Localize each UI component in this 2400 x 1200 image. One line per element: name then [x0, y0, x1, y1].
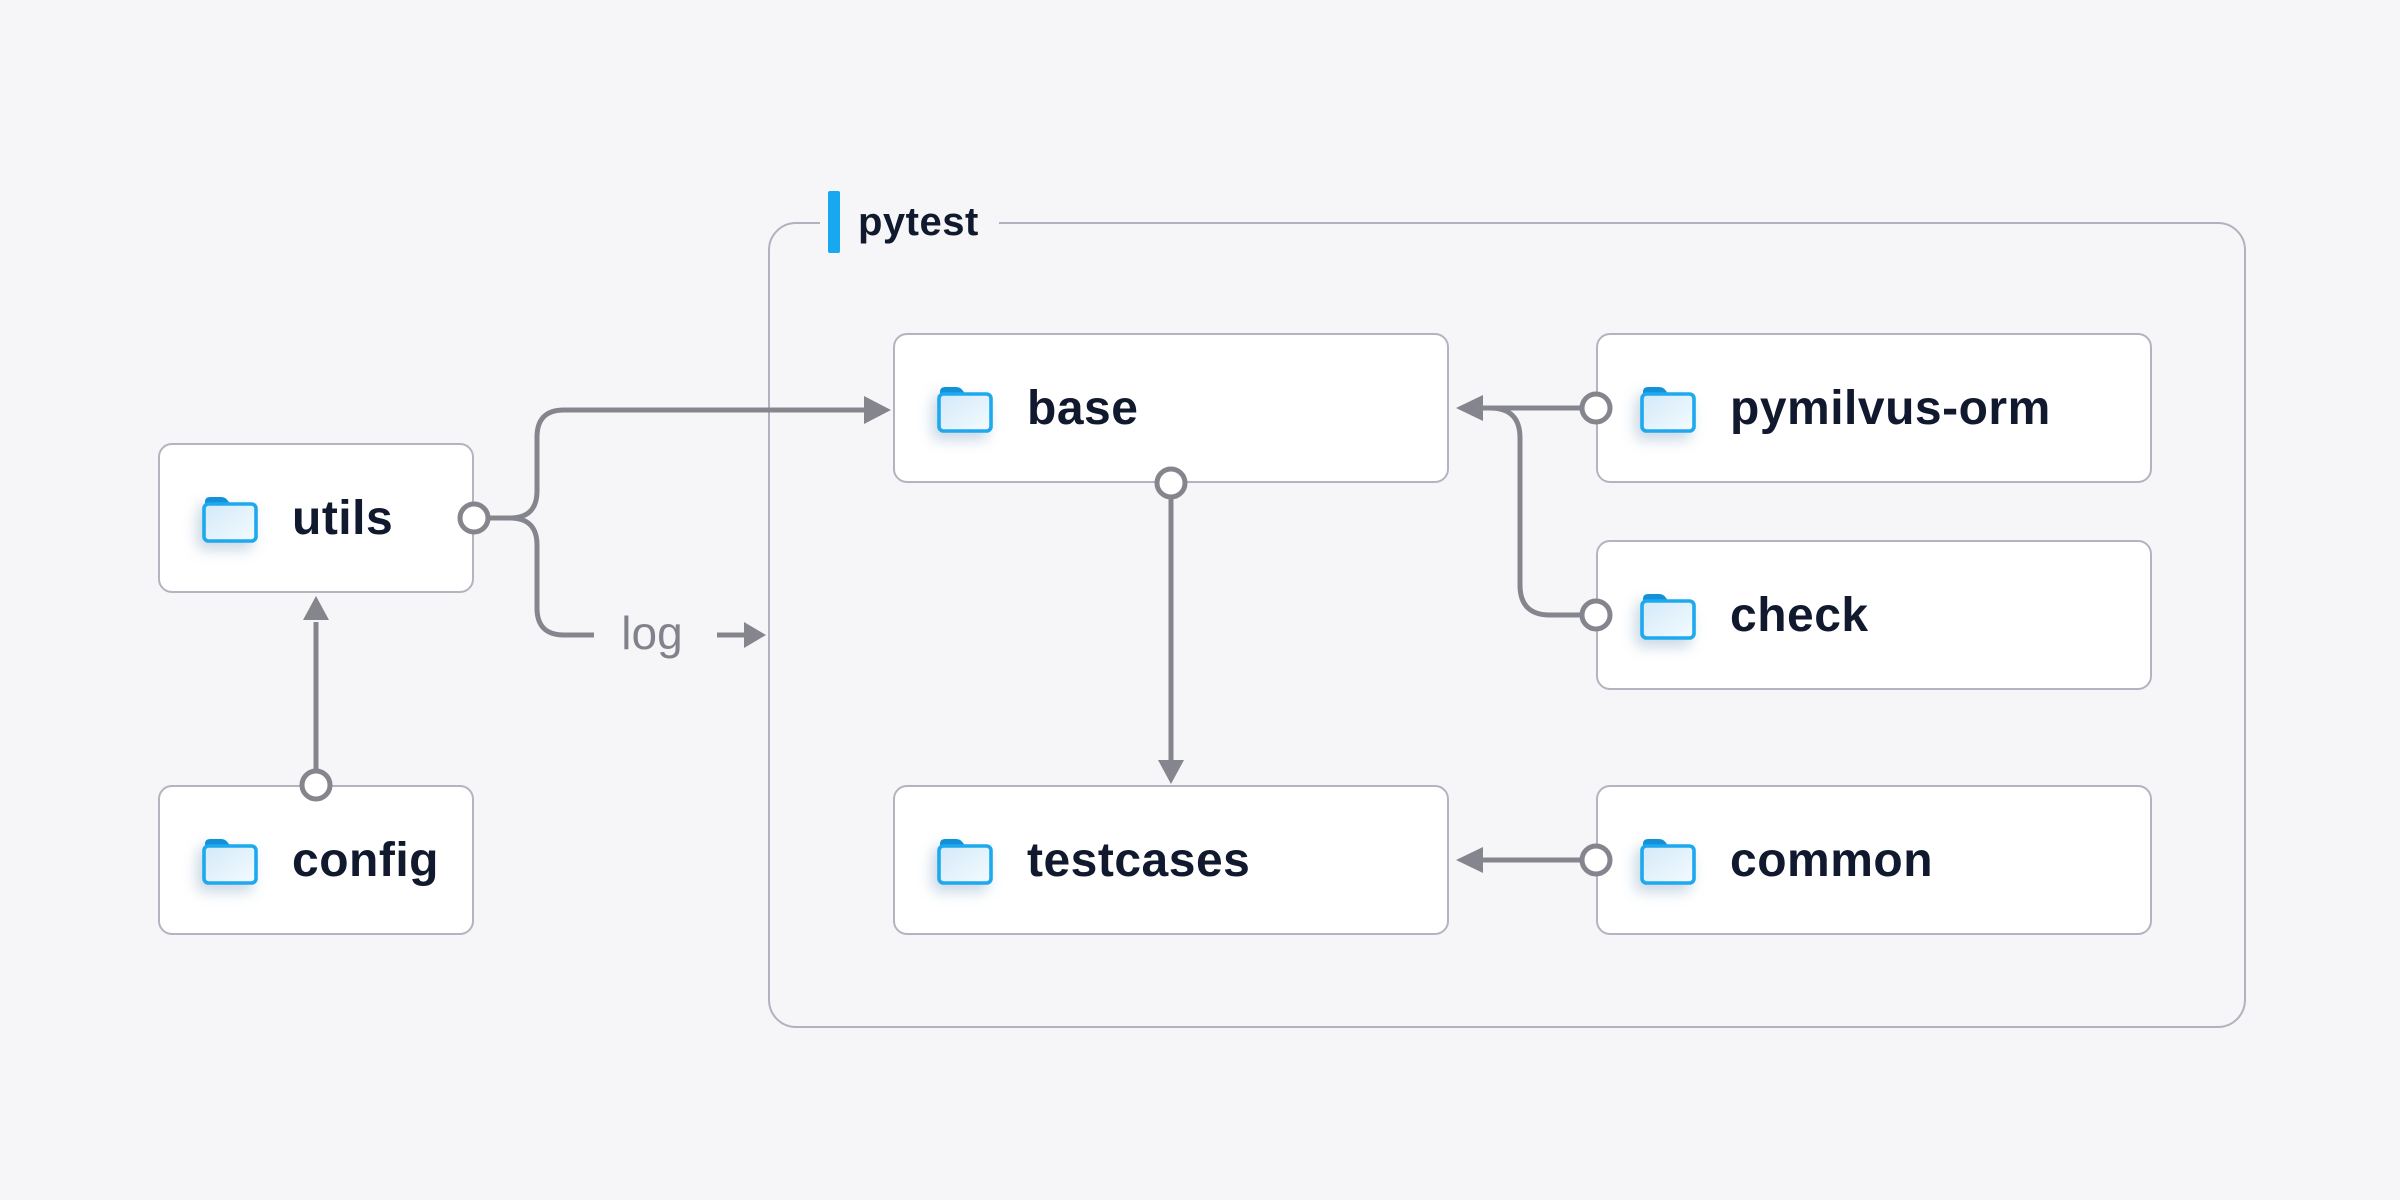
- node-label: check: [1730, 588, 1869, 642]
- pytest-group-label: pytest: [820, 186, 999, 258]
- folder-icon: [933, 833, 997, 887]
- folder-icon: [1636, 833, 1700, 887]
- node-pymilvus-orm: pymilvus-orm: [1596, 333, 2152, 483]
- folder-icon: [198, 491, 262, 545]
- node-base: base: [893, 333, 1449, 483]
- edge-utils-log: [488, 515, 594, 638]
- arrowhead-log-pytest: [744, 622, 766, 648]
- node-common: common: [1596, 785, 2152, 935]
- accent-bar: [828, 191, 840, 253]
- node-label: config: [292, 833, 439, 887]
- node-utils: utils: [158, 443, 474, 593]
- folder-icon: [1636, 588, 1700, 642]
- node-testcases: testcases: [893, 785, 1449, 935]
- node-label: common: [1730, 833, 1934, 887]
- edge-label-log: log: [621, 607, 683, 659]
- pytest-group-label-text: pytest: [858, 199, 979, 244]
- node-config: config: [158, 785, 474, 935]
- pytest-group-container: [768, 222, 2246, 1028]
- node-label: pymilvus-orm: [1730, 381, 2051, 435]
- node-label: testcases: [1027, 833, 1251, 887]
- folder-icon: [1636, 381, 1700, 435]
- node-label: base: [1027, 381, 1139, 435]
- arrowhead-config-utils: [303, 596, 329, 620]
- folder-icon: [198, 833, 262, 887]
- node-check: check: [1596, 540, 2152, 690]
- folder-icon: [933, 381, 997, 435]
- node-label: utils: [292, 491, 394, 545]
